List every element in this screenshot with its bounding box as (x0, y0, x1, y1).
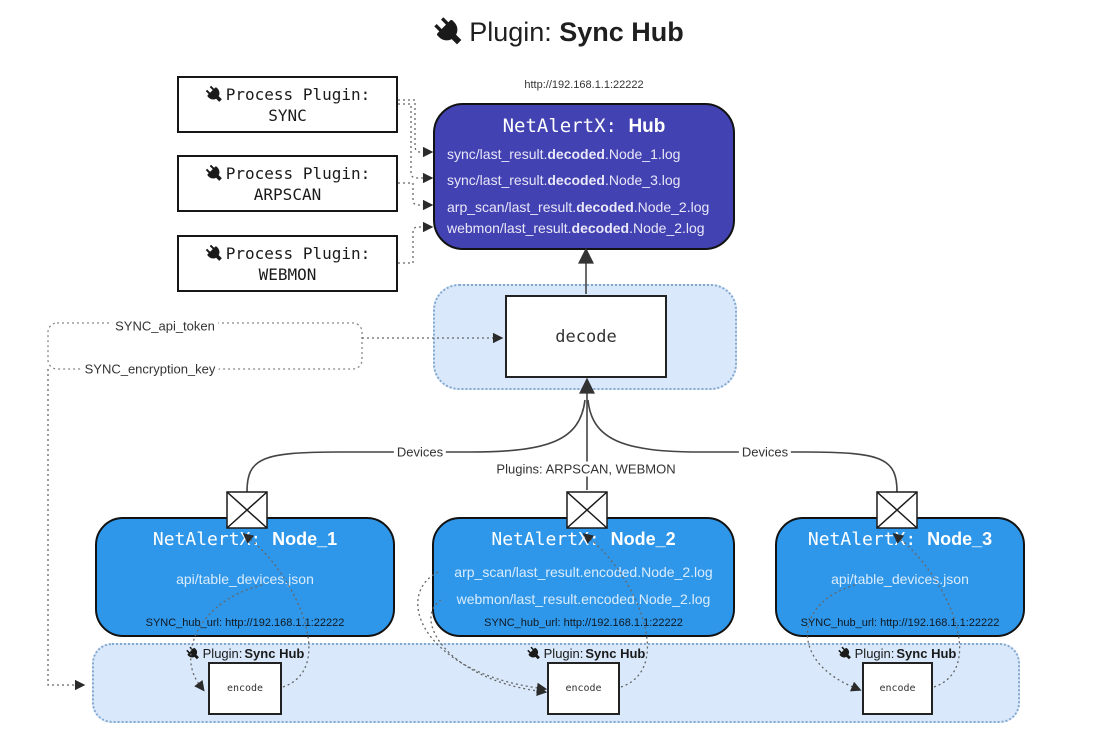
node-1-file: api/table_devices.json (176, 571, 314, 587)
plug-icon (838, 646, 853, 661)
node-2-hub-url: SYNC_hub_url: http://192.168.1.1:22222 (484, 617, 683, 629)
process-plugin-box-arpscan: Process Plugin: ARPSCAN (177, 155, 398, 212)
plugin-name: ARPSCAN (253, 184, 322, 204)
node-1-title: NetAlertX: Node_1 (152, 529, 338, 550)
hub-url-label: http://192.168.1.1:22222 (524, 79, 644, 91)
process-plugin-box-webmon: Process Plugin: WEBMON (177, 235, 398, 292)
plug-icon (205, 164, 224, 183)
hub-box: NetAlertX: Hub sync/last_result.decoded.… (433, 103, 735, 250)
encoder-3-label: Plugin: Sync Hub (838, 645, 956, 661)
hub-title: NetAlertX: Hub (502, 115, 666, 137)
node-2-file-2: webmon/last_result.encoded.Node_2.log (456, 591, 711, 607)
hub-log-line-2: sync/last_result.decoded.Node_3.log (447, 172, 681, 188)
hub-log-line-1: sync/last_result.decoded.Node_1.log (447, 146, 681, 162)
node-2-title: NetAlertX: Node_2 (491, 529, 676, 550)
node-3-title: NetAlertX: Node_3 (807, 529, 993, 550)
decode-box: decode (505, 295, 667, 378)
plug-icon (186, 646, 201, 661)
plug-icon (433, 16, 465, 48)
title-bold: Sync Hub (559, 17, 684, 47)
encode-box-2: encode (547, 662, 620, 715)
encoder-1-label: Plugin: Sync Hub (186, 645, 304, 661)
plugin-name: SYNC (268, 105, 307, 125)
node-2-box: NetAlertX: Node_2 arp_scan/last_result.e… (432, 517, 735, 637)
plug-icon (205, 85, 224, 104)
encode-box-3: encode (862, 662, 933, 715)
encode-box-1: encode (208, 662, 282, 715)
node-3-hub-url: SYNC_hub_url: http://192.168.1.1:22222 (800, 617, 1000, 629)
node-3-box: NetAlertX: Node_3 api/table_devices.json… (775, 517, 1025, 637)
plug-icon (527, 646, 542, 661)
hub-log-line-3: arp_scan/last_result.decoded.Node_2.log (447, 199, 710, 215)
node-1-hub-url: SYNC_hub_url: http://192.168.1.1:22222 (145, 617, 345, 629)
encoder-2-label: Plugin: Sync Hub (527, 645, 645, 661)
plug-icon (205, 244, 224, 263)
page-title: Plugin: Sync Hub (0, 16, 1117, 48)
node-3-file: api/table_devices.json (831, 571, 969, 587)
process-plugin-box-sync: Process Plugin: SYNC (177, 76, 398, 133)
hub-log-line-4: webmon/last_result.decoded.Node_2.log (447, 220, 705, 236)
title-pre: Plugin: (469, 17, 560, 47)
node-2-file-1: arp_scan/last_result.encoded.Node_2.log (454, 564, 713, 580)
plugin-name: WEBMON (258, 264, 317, 284)
node-1-box: NetAlertX: Node_1 api/table_devices.json… (95, 517, 395, 637)
